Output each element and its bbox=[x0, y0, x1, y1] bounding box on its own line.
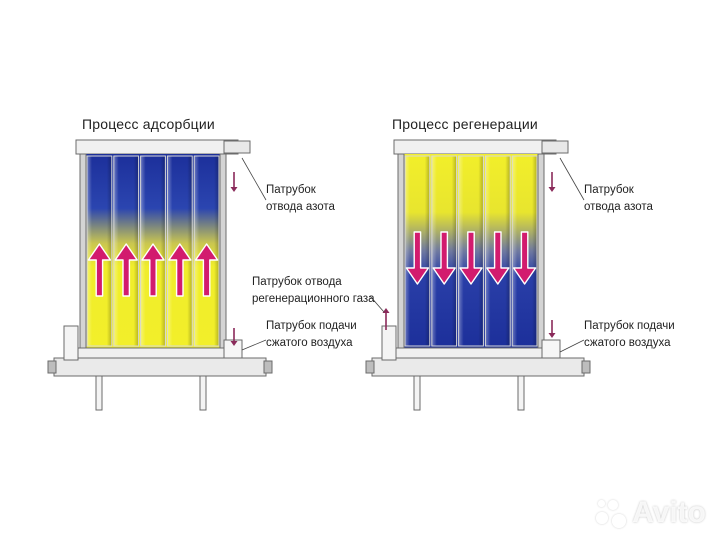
left-flange bbox=[47, 360, 57, 374]
support-leg bbox=[413, 375, 421, 411]
right-nitrogen-outlet-line1: Патрубок bbox=[584, 184, 634, 196]
leader-line bbox=[241, 339, 267, 351]
support-leg bbox=[95, 375, 103, 411]
left-air-inlet-line1: Патрубок подачи bbox=[266, 320, 357, 332]
right-nitrogen-outlet-label: Патрубок отвода азота bbox=[584, 182, 653, 216]
flow-arrow-icon bbox=[168, 243, 192, 297]
regen-gas-outlet-line1: Патрубок отвода bbox=[252, 276, 342, 288]
air-inlet-pipe bbox=[223, 339, 243, 359]
base-manifold bbox=[371, 357, 585, 377]
right-nitrogen-outlet-line2: отвода азота bbox=[584, 201, 653, 213]
flow-arrow-icon bbox=[432, 231, 456, 285]
adsorption-column bbox=[47, 139, 273, 411]
regeneration-title: Процесс регенерации bbox=[392, 116, 538, 132]
right-air-inlet-line1: Патрубок подачи bbox=[584, 320, 675, 332]
leader-line bbox=[559, 157, 585, 201]
avito-text: Avito bbox=[632, 496, 706, 529]
flow-arrow-icon bbox=[512, 231, 537, 285]
left-air-inlet-line2: сжатого воздуха bbox=[266, 337, 353, 349]
flow-arrow-icon bbox=[194, 243, 219, 297]
right-air-inlet-line2: сжатого воздуха bbox=[584, 337, 671, 349]
left-nitrogen-outlet-label: Патрубок отвода азота bbox=[266, 182, 335, 216]
support-leg bbox=[199, 375, 207, 411]
leader-line bbox=[241, 157, 267, 201]
air-inlet-pipe bbox=[541, 339, 561, 359]
base-manifold bbox=[53, 357, 267, 377]
flow-arrow-icon bbox=[141, 243, 165, 297]
flow-arrow-icon bbox=[114, 243, 138, 297]
small-arrow-icon bbox=[548, 187, 556, 192]
flow-arrow-icon bbox=[459, 231, 483, 285]
regeneration-column bbox=[365, 139, 591, 411]
left-nitrogen-outlet-line1: Патрубок bbox=[266, 184, 316, 196]
regen-gas-outlet-line2: регенерационного газа bbox=[252, 293, 375, 305]
small-arrow-icon bbox=[230, 187, 238, 192]
left-air-inlet-label: Патрубок подачи сжатого воздуха bbox=[266, 318, 357, 352]
right-rail bbox=[219, 153, 227, 349]
flow-arrow-icon bbox=[486, 231, 510, 285]
leader-line bbox=[559, 339, 585, 353]
left-rail bbox=[397, 153, 405, 349]
left-flange bbox=[365, 360, 375, 374]
right-flange bbox=[263, 360, 273, 374]
right-rail bbox=[537, 153, 545, 349]
left-rail bbox=[79, 153, 87, 349]
flow-arrow-icon bbox=[87, 243, 112, 297]
avito-logo-icon bbox=[594, 498, 628, 528]
small-arrow-icon bbox=[382, 308, 390, 313]
small-arrow-icon bbox=[548, 333, 556, 338]
avito-watermark: Avito bbox=[594, 496, 706, 530]
top-header bbox=[75, 139, 239, 155]
right-air-inlet-label: Патрубок подачи сжатого воздуха bbox=[584, 318, 675, 352]
right-flange bbox=[581, 360, 591, 374]
left-nitrogen-outlet-line2: отвода азота bbox=[266, 201, 335, 213]
support-leg bbox=[517, 375, 525, 411]
regen-gas-outlet-label: Патрубок отвода регенерационного газа bbox=[252, 274, 375, 308]
nitrogen-outlet-pipe bbox=[541, 140, 569, 154]
small-arrow-icon bbox=[230, 341, 238, 346]
nitrogen-outlet-pipe bbox=[223, 140, 251, 154]
valve-box bbox=[381, 325, 397, 361]
adsorption-title: Процесс адсорбции bbox=[82, 116, 215, 132]
leader-line bbox=[369, 295, 385, 313]
flow-arrow-icon bbox=[405, 231, 430, 285]
valve-box bbox=[63, 325, 79, 361]
top-header bbox=[393, 139, 557, 155]
